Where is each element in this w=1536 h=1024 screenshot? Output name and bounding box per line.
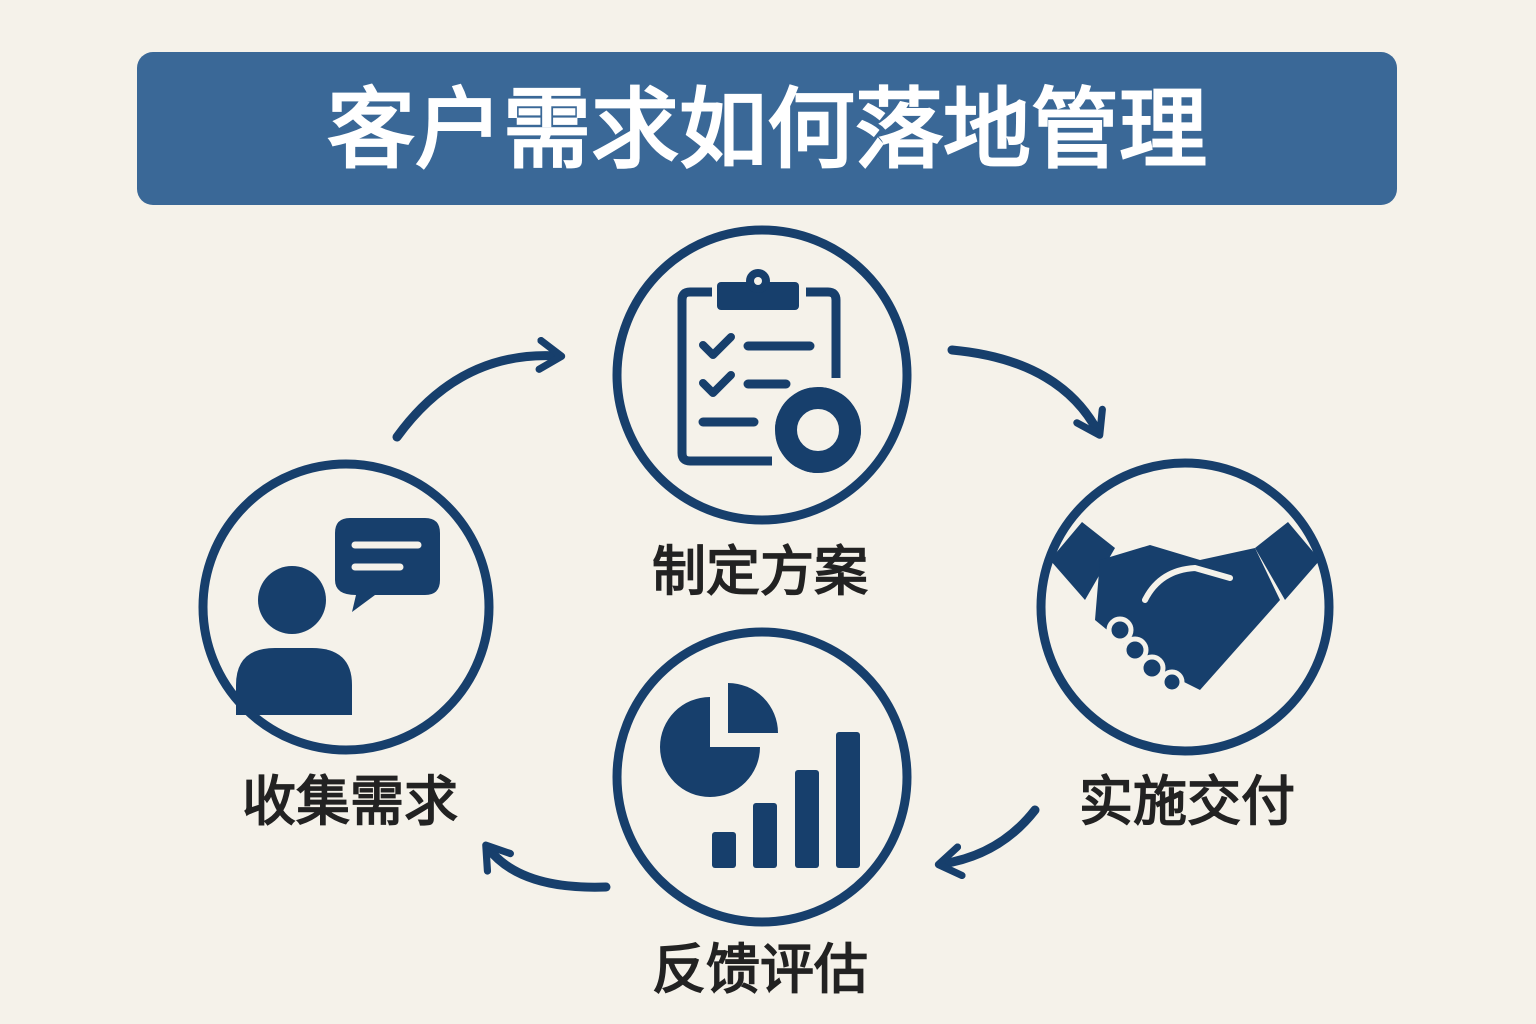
step-collect: 收集需求 [198,459,494,833]
step-label: 实施交付 [1079,770,1295,833]
step-plan: 制定方案 [612,225,912,603]
arrow-feedback-to-collect [482,841,611,892]
clipboard-gear-icon [677,269,861,473]
step-label: 收集需求 [242,770,458,833]
arrow-plan-to-deliver [947,345,1106,439]
step-label: 制定方案 [652,540,869,603]
arrow-collect-to-plan [392,336,566,442]
page-title: 客户需求如何落地管理 [327,78,1207,181]
chart-icon [660,683,860,868]
step-deliver: 实施交付 [1036,458,1334,833]
arrow-deliver-to-feedback [934,805,1040,880]
person-speech-icon [236,518,440,715]
step-feedback: 反馈评估 [612,627,912,1001]
title-banner: 客户需求如何落地管理 [137,52,1397,205]
step-label: 反馈评估 [652,938,868,1001]
handshake-icon [1050,522,1320,695]
